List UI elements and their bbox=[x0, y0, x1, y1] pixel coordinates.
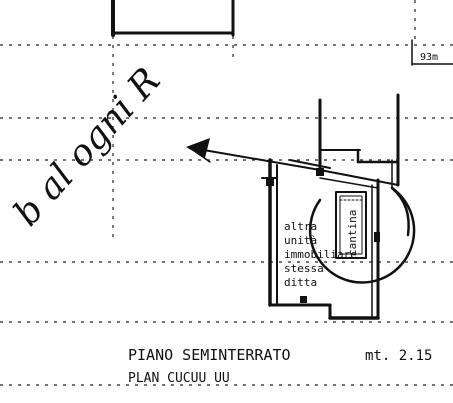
unit-note-line-4: stessa bbox=[284, 262, 324, 275]
unit-note-line-1: altra bbox=[284, 220, 317, 233]
dimension-label: 93m bbox=[420, 52, 438, 63]
unit-note-line-5: ditta bbox=[284, 276, 317, 289]
height-label: mt. 2.15 bbox=[365, 348, 432, 364]
unit-note-line-3: immobiliare bbox=[284, 248, 357, 261]
wall-markers bbox=[266, 168, 380, 303]
unit-note: altra unità immobiliare stessa ditta bbox=[284, 220, 357, 289]
room-walls bbox=[261, 93, 400, 320]
scribble-label: PLAN CUCUU UU bbox=[128, 371, 230, 386]
cantina-room bbox=[335, 191, 367, 259]
door-swing-arc bbox=[308, 186, 416, 284]
level-label: PIANO SEMINTERRATO bbox=[128, 346, 291, 364]
direction-arrow bbox=[186, 138, 321, 171]
handwritten-note: b al ogni R bbox=[6, 60, 168, 234]
top-walls bbox=[111, 0, 453, 66]
unit-note-line-2: unità bbox=[284, 234, 317, 247]
cantina-label: cantina bbox=[346, 210, 359, 256]
